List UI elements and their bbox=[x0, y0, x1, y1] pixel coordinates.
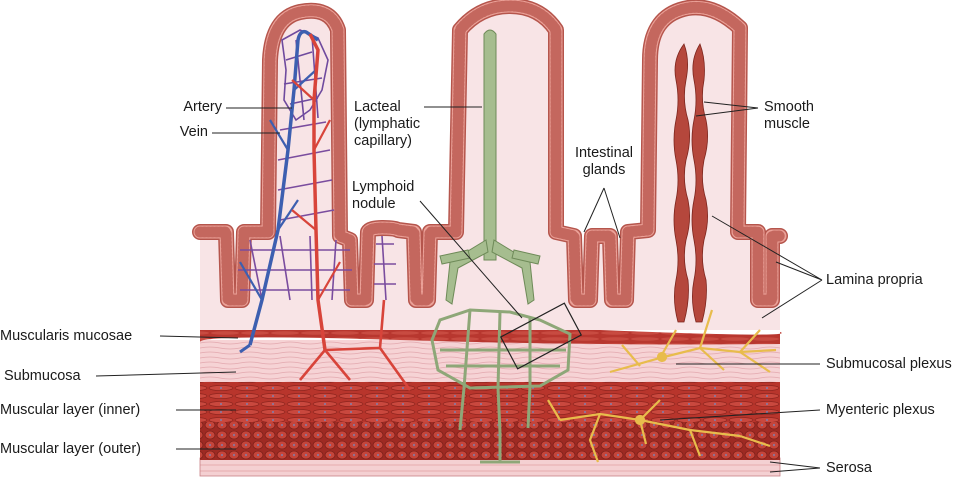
myenteric-plexus bbox=[547, 399, 771, 463]
label-serosa: Serosa bbox=[826, 460, 872, 476]
label-muscular-layer-outer: Muscular layer (outer) bbox=[0, 441, 142, 457]
lacteal-vessel bbox=[439, 29, 541, 305]
label-lamina-propria: Lamina propria bbox=[826, 272, 923, 288]
lymphoid-nodule-box bbox=[499, 302, 583, 370]
submucosal-plexus bbox=[609, 309, 777, 374]
label-smooth-muscle: Smooth muscle bbox=[764, 99, 814, 132]
label-artery: Artery bbox=[183, 99, 222, 115]
capillary-network bbox=[238, 29, 396, 301]
lymphatic-network bbox=[430, 308, 572, 464]
smooth-muscle-strands bbox=[673, 43, 708, 323]
label-lymphoid-nodule: Lymphoid nodule bbox=[352, 179, 415, 212]
label-muscularis-mucosae: Muscularis mucosae bbox=[0, 328, 133, 344]
label-myenteric-plexus: Myenteric plexus bbox=[826, 402, 935, 418]
muscular-outer-layer bbox=[200, 420, 780, 460]
vein-vessel bbox=[248, 29, 319, 346]
submucosa-layer bbox=[200, 340, 780, 382]
muscularis-mucosae-layer bbox=[200, 326, 782, 345]
epithelium bbox=[192, 0, 788, 308]
label-vein: Vein bbox=[179, 124, 208, 140]
label-submucosal-plexus: Submucosal plexus bbox=[826, 356, 952, 372]
label-lacteal: Lacteal (lymphatic capillary) bbox=[354, 99, 421, 149]
label-submucosa: Submucosa bbox=[4, 368, 81, 384]
label-intestinal-glands: Intestinal glands bbox=[574, 145, 634, 178]
label-muscular-layer-inner: Muscular layer (inner) bbox=[0, 402, 141, 418]
leader-lines bbox=[95, 101, 823, 473]
